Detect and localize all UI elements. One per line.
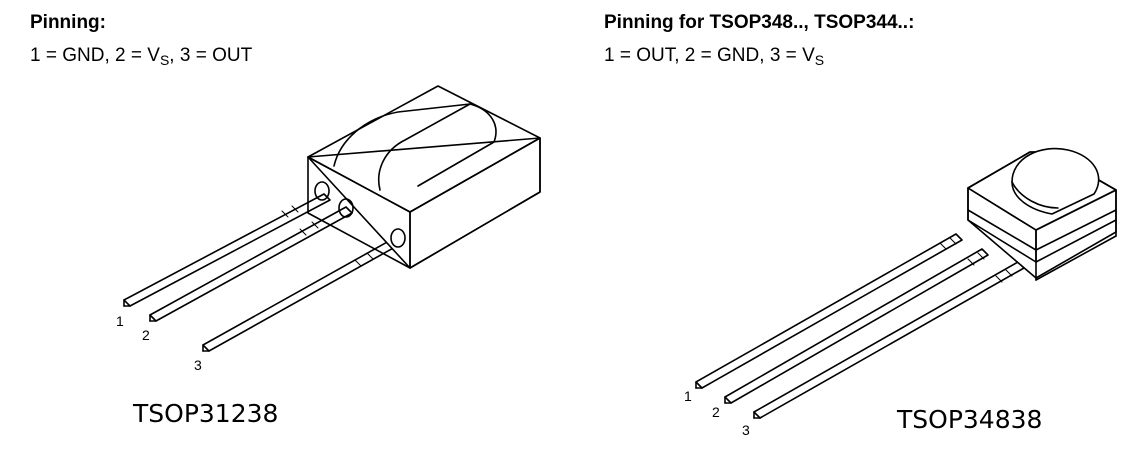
left-pin-1-label: 1 bbox=[116, 313, 124, 329]
tsop31238-package-drawing bbox=[123, 85, 541, 352]
tsop34838-package-drawing bbox=[695, 147, 1117, 419]
right-pinning-heading: Pinning for TSOP348.., TSOP344..: bbox=[604, 12, 915, 33]
right-pin-3-label: 3 bbox=[742, 422, 750, 438]
pin-2-lead bbox=[149, 206, 353, 322]
right-model-label: TSOP34838 bbox=[897, 405, 1043, 434]
left-pinning-assignments: 1 = GND, 2 = VS, 3 = OUT bbox=[30, 45, 253, 68]
left-pin-2-label: 2 bbox=[142, 327, 150, 343]
left-pin-3-label: 3 bbox=[194, 357, 202, 373]
left-model-label: TSOP31238 bbox=[133, 399, 279, 428]
right-pin-2-label: 2 bbox=[712, 404, 720, 420]
pin-1-lead bbox=[695, 233, 963, 389]
pin-3-lead bbox=[202, 235, 405, 352]
right-pin-1-label: 1 bbox=[684, 388, 692, 404]
right-pinning-assignments: 1 = OUT, 2 = GND, 3 = VS bbox=[604, 45, 825, 68]
left-pinning-heading: Pinning: bbox=[30, 12, 106, 33]
pin-2-lead bbox=[724, 248, 989, 404]
pin-1-lead bbox=[123, 193, 331, 307]
